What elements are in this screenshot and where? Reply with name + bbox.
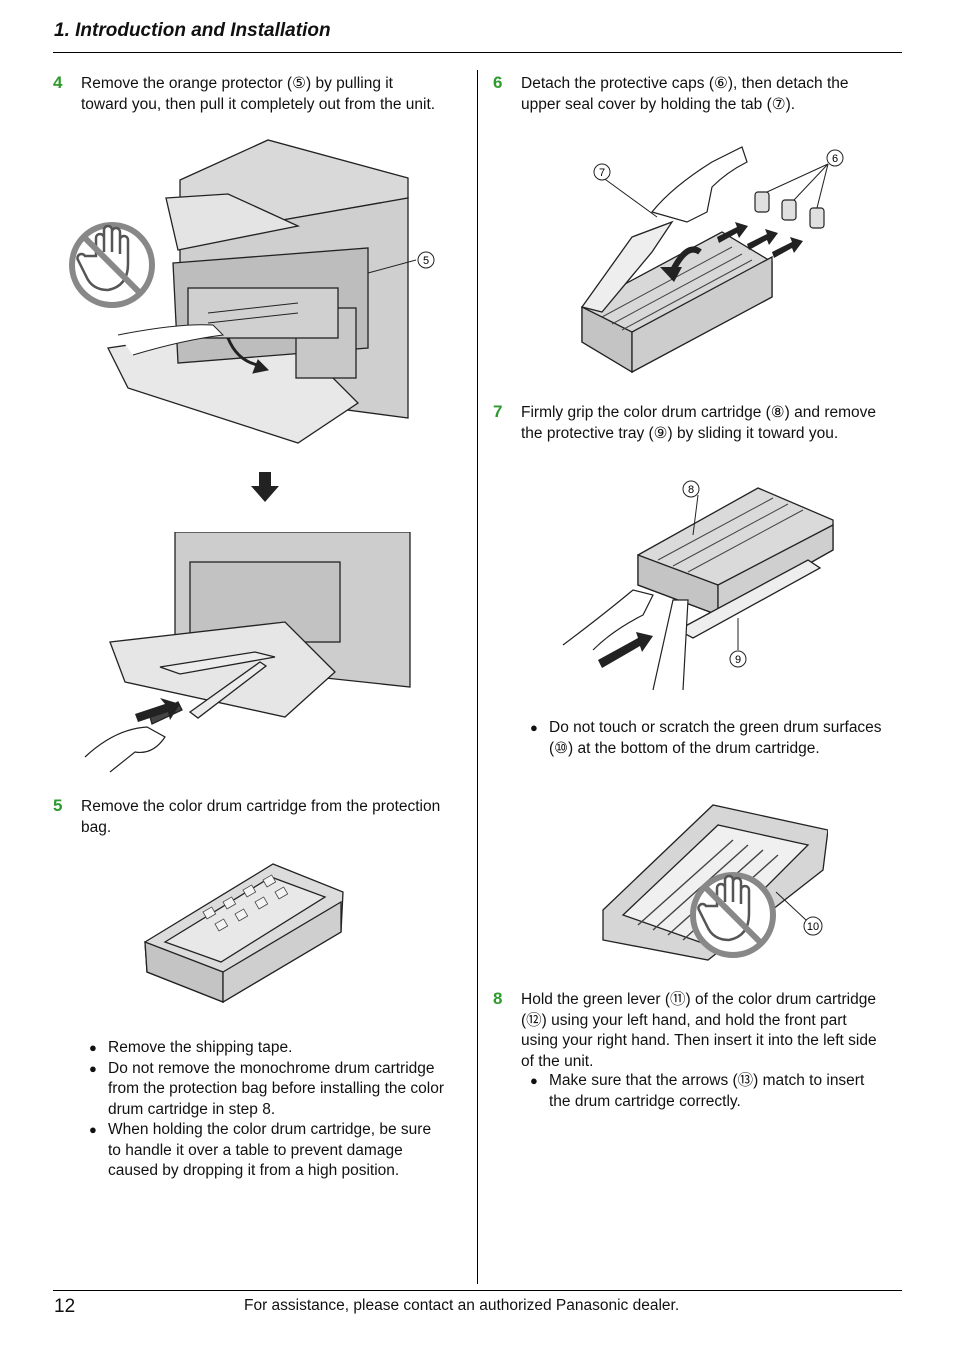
- step-number: 8: [493, 989, 503, 1008]
- footer-text: For assistance, please contact an author…: [244, 1297, 680, 1314]
- step-line: Firmly grip the color drum cartridge (⑧)…: [521, 404, 877, 421]
- step-line: of the unit.: [521, 1052, 594, 1070]
- no-touch-icon: [69, 222, 155, 308]
- step-line: bag.: [81, 818, 112, 836]
- step-number: 6: [493, 73, 503, 92]
- list-item: ● When holding the color drum cartridge,…: [89, 1121, 432, 1179]
- list-item: ● Do not touch or scratch the green drum…: [530, 719, 882, 757]
- arrow-down-icon: [250, 472, 280, 504]
- step-line: Hold the green lever (⑪) of the color dr…: [521, 991, 876, 1008]
- callout-7: 7: [599, 167, 605, 179]
- remove-tray-illustration: 8 9: [558, 480, 843, 690]
- page-header: 1. Introduction and Installation: [53, 20, 902, 53]
- step-line: (⑫) using your left hand, and hold the f…: [521, 1011, 847, 1029]
- drum-cartridge-illustration: [143, 862, 348, 1012]
- callout-5: 5: [423, 255, 429, 267]
- step-line: toward you, then pull it completely out …: [81, 95, 436, 113]
- step-text: Remove the color drum cartridge from the…: [81, 797, 440, 838]
- step-line: upper seal cover by holding the tab (⑦).: [521, 95, 796, 113]
- step-5-notes: ●Remove the shipping tape. ● Do not remo…: [89, 1038, 469, 1182]
- step-text: Remove the orange protector (⑤) by pulli…: [81, 74, 435, 115]
- printer-pull-protector-illustration: [80, 532, 415, 780]
- callout-8: 8: [688, 484, 694, 496]
- step-number: 4: [53, 73, 63, 92]
- step-text: Hold the green lever (⑪) of the color dr…: [521, 990, 877, 1072]
- callout-6: 6: [832, 153, 838, 165]
- step-8-notes: ● Make sure that the arrows (⑬) match to…: [530, 1071, 902, 1112]
- page-number: 12: [54, 1296, 76, 1317]
- step-text: Firmly grip the color drum cartridge (⑧)…: [521, 403, 876, 444]
- list-item: ● Do not remove the monochrome drum cart…: [89, 1059, 445, 1118]
- step-line: Remove the orange protector (⑤) by pulli…: [81, 75, 393, 92]
- step-line: the protective tray (⑨) by sliding it to…: [521, 424, 839, 442]
- step-number: 5: [53, 796, 63, 815]
- printer-remove-protector-illustration: 5: [68, 138, 448, 450]
- step-line: Remove the color drum cartridge from the…: [81, 798, 441, 815]
- no-touch-icon: [690, 872, 776, 958]
- step-text: Detach the protective caps (⑥), then det…: [521, 74, 849, 115]
- drum-surface-warning-illustration: 10: [598, 800, 828, 965]
- callout-10: 10: [807, 921, 819, 933]
- callout-9: 9: [735, 654, 741, 666]
- list-item: ●Remove the shipping tape.: [89, 1039, 293, 1056]
- page-footer: 12 For assistance, please contact an aut…: [53, 1290, 902, 1317]
- step-line: Detach the protective caps (⑥), then det…: [521, 75, 849, 92]
- column-divider: [477, 70, 478, 1284]
- section-title: 1. Introduction and Installation: [54, 20, 331, 41]
- detach-caps-illustration: 7 6: [572, 142, 852, 382]
- list-item: ● Make sure that the arrows (⑬) match to…: [530, 1072, 865, 1110]
- step-number: 7: [493, 402, 503, 421]
- step-7-notes: ● Do not touch or scratch the green drum…: [530, 718, 902, 759]
- step-line: using your right hand. Then insert it in…: [521, 1032, 877, 1049]
